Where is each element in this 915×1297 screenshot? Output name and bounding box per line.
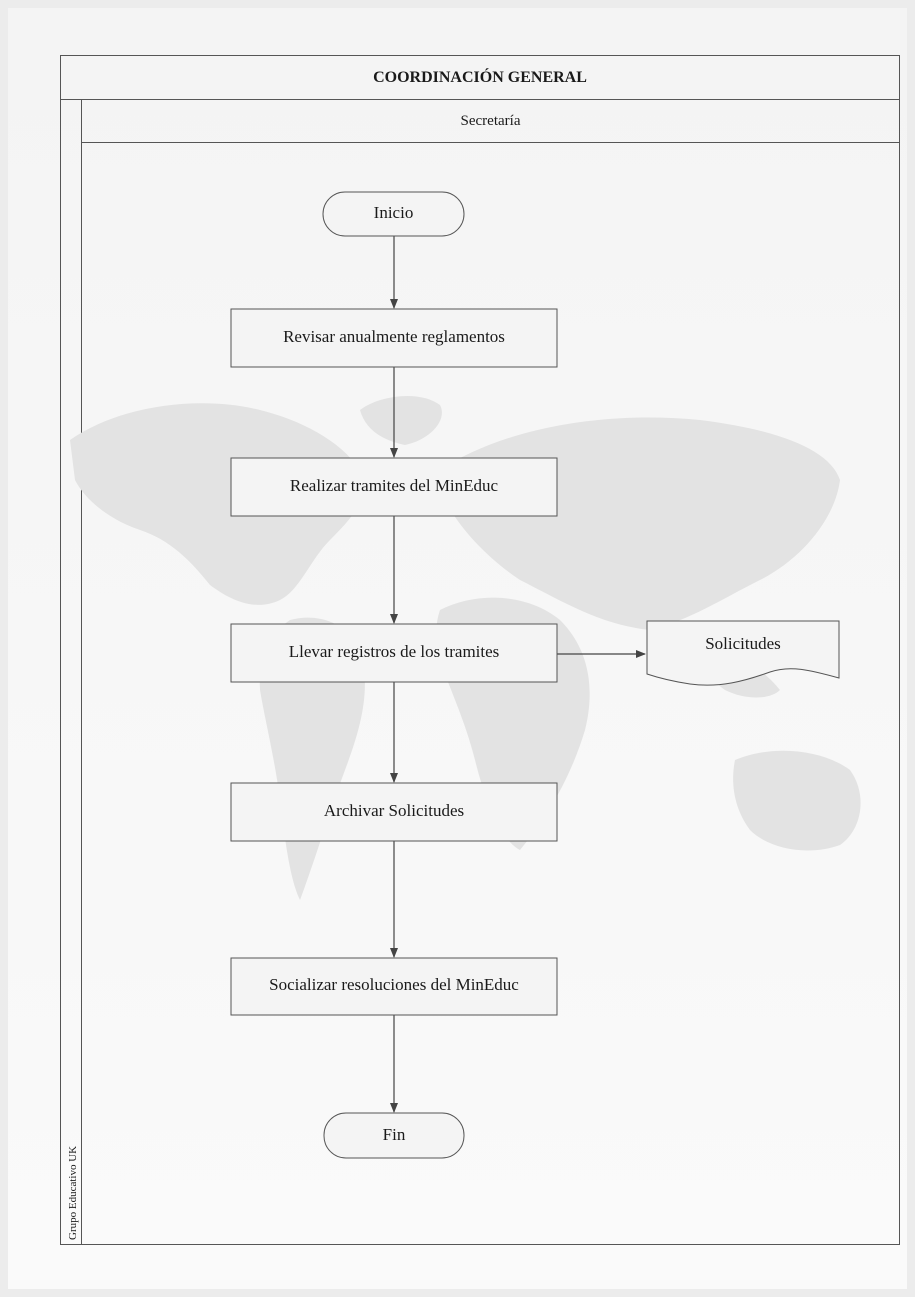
- node-socializar: Socializar resoluciones del MinEduc: [230, 957, 558, 1016]
- node-realizar: Realizar tramites del MinEduc: [230, 457, 558, 517]
- pool-title: COORDINACIÓN GENERAL: [61, 56, 899, 100]
- swimlane-frame: COORDINACIÓN GENERAL Grupo Educativo UK …: [60, 55, 900, 1245]
- node-fin: Fin: [323, 1112, 465, 1159]
- map-australia: [733, 750, 861, 851]
- node-archivar-label: Archivar Solicitudes: [324, 801, 464, 820]
- map-north-america: [70, 403, 363, 605]
- node-llevar: Llevar registros de los tramites: [230, 623, 558, 683]
- node-socializar-label: Socializar resoluciones del MinEduc: [269, 975, 519, 994]
- node-llevar-label: Llevar registros de los tramites: [289, 642, 500, 661]
- node-inicio-label: Inicio: [374, 203, 414, 222]
- node-solicitudes-label: Solicitudes: [705, 634, 781, 653]
- node-solicitudes-document: Solicitudes: [646, 620, 840, 686]
- node-archivar: Archivar Solicitudes: [230, 782, 558, 842]
- side-lane: Grupo Educativo UK: [61, 100, 82, 1244]
- lane-header: Secretaría: [82, 100, 899, 143]
- node-realizar-label: Realizar tramites del MinEduc: [290, 476, 499, 495]
- node-revisar: Revisar anualmente reglamentos: [230, 308, 558, 368]
- node-inicio: Inicio: [322, 191, 465, 237]
- node-revisar-label: Revisar anualmente reglamentos: [283, 327, 505, 346]
- map-greenland: [360, 395, 442, 445]
- node-fin-label: Fin: [383, 1125, 406, 1144]
